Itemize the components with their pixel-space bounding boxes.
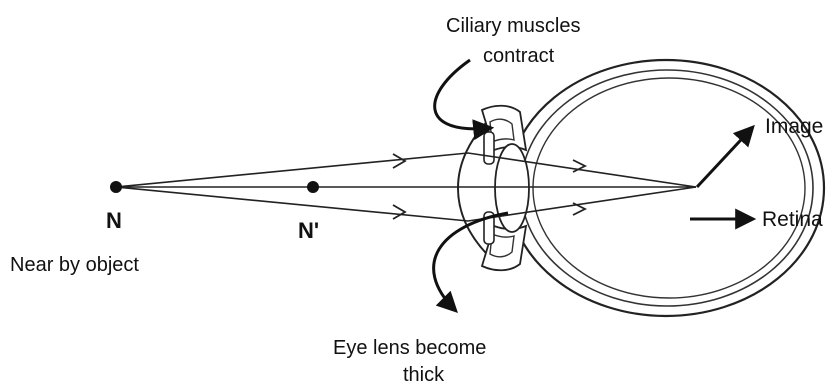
ciliary-label-line2: contract [483,46,554,66]
near-object-label: Near by object [10,255,139,275]
ciliary-label-line1: Ciliary muscles [446,16,580,36]
lens-label-line2: thick [403,365,444,385]
near-point [307,181,319,193]
eyeball [508,60,824,316]
near-object-point [110,181,122,193]
retina-label: Retina [762,209,823,230]
near-point-letter: N' [298,220,319,242]
image-callout-arrow [697,128,752,187]
near-object-letter: N [106,210,122,232]
ciliary-callout-arrow [435,60,490,129]
lens-label-line1: Eye lens become [333,338,486,358]
image-label: Image [765,116,823,137]
